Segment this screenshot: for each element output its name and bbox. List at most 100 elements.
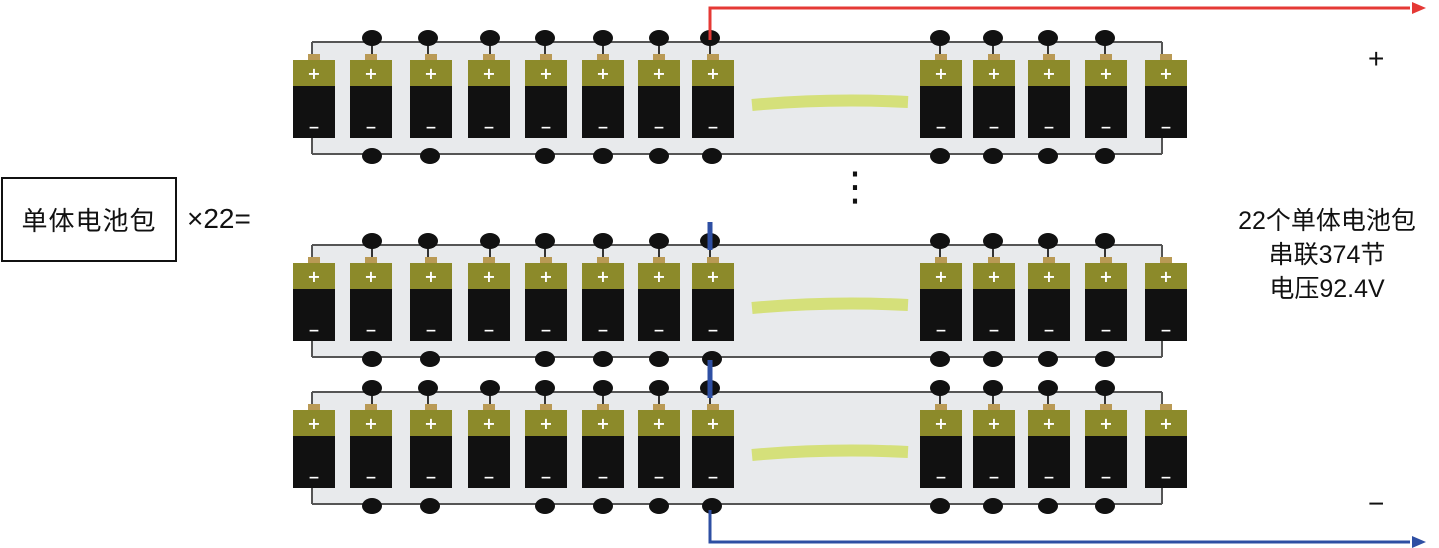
battery-plus-sign: +	[424, 64, 437, 83]
battery-body	[468, 86, 510, 138]
battery-cell: +−	[293, 54, 335, 138]
battery-cell: +−	[692, 54, 734, 138]
battery-minus-sign: −	[1043, 323, 1055, 339]
battery-cell: +−	[525, 54, 567, 138]
battery-cap	[425, 54, 437, 61]
battery-positive-end	[525, 60, 567, 86]
bottom-connector-dot	[593, 498, 613, 514]
battery-minus-sign: −	[1160, 470, 1172, 486]
positive-lead-wire	[708, 6, 1410, 40]
pack-multiplier: ×22=	[187, 203, 251, 234]
battery-body	[410, 86, 452, 138]
top-connector-dot	[362, 30, 382, 46]
battery-plus-sign: +	[364, 414, 377, 433]
battery-positive-end	[692, 410, 734, 436]
battery-body	[350, 436, 392, 488]
battery-minus-sign: −	[540, 470, 552, 486]
battery-body	[525, 289, 567, 341]
battery-minus-sign: −	[988, 470, 1000, 486]
bottom-connector-dot	[1095, 498, 1115, 514]
battery-cap	[1160, 257, 1172, 264]
top-connector-dot	[362, 380, 382, 396]
battery-minus-sign: −	[1160, 120, 1172, 136]
battery-positive-end	[1085, 410, 1127, 436]
row-gap-dash	[751, 444, 909, 461]
bottom-connector-dot	[362, 351, 382, 367]
row-strip	[312, 42, 1162, 154]
top-connector-dot	[480, 30, 500, 46]
bottom-connector-dot	[593, 148, 613, 164]
battery-cell: +−	[1145, 404, 1187, 488]
battery-body	[920, 436, 962, 488]
battery-body	[692, 289, 734, 341]
battery-minus-sign: −	[597, 120, 609, 136]
battery-plus-sign: +	[934, 267, 947, 286]
battery-body	[1085, 86, 1127, 138]
summary-voltage: 电压92.4V	[1269, 275, 1385, 303]
battery-minus-sign: −	[653, 470, 665, 486]
battery-cap	[1100, 404, 1112, 411]
battery-cell: +−	[582, 257, 624, 341]
battery-minus-sign: −	[1160, 323, 1172, 339]
battery-cell: +−	[350, 404, 392, 488]
bottom-connector-dot	[593, 351, 613, 367]
battery-cap	[707, 54, 719, 61]
battery-body	[1145, 86, 1187, 138]
row-strip	[312, 392, 1162, 504]
battery-positive-end	[638, 263, 680, 289]
battery-row: +−+−+−+−+−+−+−+−+−+−+−+−+−	[293, 30, 1187, 164]
battery-plus-sign: +	[482, 414, 495, 433]
battery-cell: +−	[525, 404, 567, 488]
positive-terminal-label: +	[1368, 43, 1385, 74]
battery-body	[1145, 436, 1187, 488]
bottom-connector-dot	[930, 351, 950, 367]
battery-minus-sign: −	[1043, 470, 1055, 486]
top-connector-dot	[983, 233, 1003, 249]
battery-positive-end	[582, 263, 624, 289]
battery-cell: +−	[525, 257, 567, 341]
top-connector-dot	[480, 380, 500, 396]
top-connector-dot	[418, 30, 438, 46]
battery-plus-sign: +	[424, 267, 437, 286]
battery-plus-sign: +	[424, 414, 437, 433]
battery-plus-sign: +	[1099, 64, 1112, 83]
battery-cap	[935, 404, 947, 411]
battery-plus-sign: +	[1159, 414, 1172, 433]
battery-positive-end	[468, 263, 510, 289]
negative-lead-wire	[708, 510, 1410, 544]
battery-cell: +−	[468, 404, 510, 488]
battery-plus-sign: +	[539, 64, 552, 83]
battery-positive-end	[468, 60, 510, 86]
battery-positive-end	[1145, 263, 1187, 289]
battery-body	[973, 436, 1015, 488]
battery-cell: +−	[582, 404, 624, 488]
battery-body	[1085, 289, 1127, 341]
battery-cap	[935, 54, 947, 61]
battery-cell: +−	[1028, 257, 1070, 341]
battery-minus-sign: −	[365, 120, 377, 136]
row-strip	[312, 245, 1162, 357]
battery-cell: +−	[582, 54, 624, 138]
bottom-connector-dot	[702, 148, 722, 164]
battery-minus-sign: −	[1100, 323, 1112, 339]
battery-cell: +−	[1085, 54, 1127, 138]
battery-body	[525, 86, 567, 138]
battery-minus-sign: −	[597, 323, 609, 339]
battery-plus-sign: +	[706, 267, 719, 286]
battery-cap	[597, 257, 609, 264]
bottom-connector-dot	[702, 351, 722, 367]
battery-positive-end	[692, 263, 734, 289]
bottom-connector-dot	[1038, 498, 1058, 514]
battery-positive-end	[293, 263, 335, 289]
battery-positive-end	[1085, 263, 1127, 289]
battery-positive-end	[692, 60, 734, 86]
battery-plus-sign: +	[1042, 414, 1055, 433]
battery-cell: +−	[973, 54, 1015, 138]
battery-positive-end	[1145, 410, 1187, 436]
battery-minus-sign: −	[653, 120, 665, 136]
battery-row: +−+−+−+−+−+−+−+−+−+−+−+−+−	[293, 233, 1187, 367]
battery-minus-sign: −	[365, 470, 377, 486]
bottom-connector-dot	[1038, 351, 1058, 367]
battery-minus-sign: −	[988, 323, 1000, 339]
row-gap-dash	[751, 297, 909, 314]
